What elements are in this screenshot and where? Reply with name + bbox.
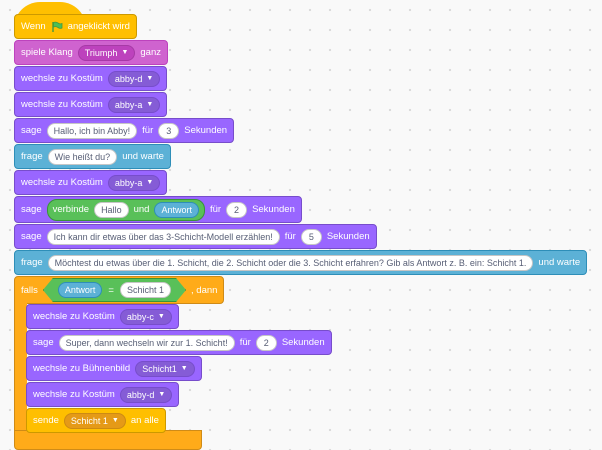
ask-label: frage (21, 151, 43, 162)
say-label: sage (21, 125, 42, 136)
when-flag-clicked-block[interactable]: Wenn angeklickt wird (14, 14, 137, 39)
and-wait-label: und warte (538, 257, 581, 268)
join-and-label: und (133, 204, 150, 215)
chevron-down-icon: ▼ (158, 391, 166, 398)
chevron-down-icon: ▼ (180, 365, 188, 372)
if-block-foot (14, 430, 202, 450)
say-for-secs-block[interactable]: sage verbinde Hallo und Antwort für 2 Se… (14, 196, 302, 223)
equals-sign: = (108, 284, 114, 296)
chevron-down-icon: ▼ (146, 75, 154, 82)
switch-costume-label: wechsle zu Kostüm (21, 99, 103, 110)
secs-unit-label: Sekunden (326, 231, 370, 242)
costume-dropdown[interactable]: abby-c▼ (119, 308, 172, 325)
say-for-secs-block[interactable]: sage Ich kann dir etwas über das 3-Schic… (14, 224, 377, 249)
say-text-input[interactable]: Hallo, ich bin Abby! (46, 122, 138, 139)
say-label: sage (21, 204, 42, 215)
equals-operator[interactable]: Antwort = Schicht 1 (43, 278, 186, 302)
chevron-down-icon: ▼ (111, 417, 119, 424)
and-wait-label: und warte (122, 151, 164, 162)
switch-costume-block[interactable]: wechsle zu Kostüm abby-d▼ (14, 66, 168, 91)
say-label: sage (33, 337, 54, 348)
switch-costume-block[interactable]: wechsle zu Kostüm abby-c▼ (26, 304, 179, 329)
play-sound-block[interactable]: spiele Klang Triumph▼ ganz (14, 40, 168, 65)
say-for-secs-block[interactable]: sage Hallo, ich bin Abby! für 3 Sekunden (14, 118, 235, 143)
for-label: für (284, 231, 296, 242)
costume-dropdown[interactable]: abby-d▼ (107, 70, 161, 87)
say-text-input[interactable]: Super, dann wechseln wir zur 1. Schicht! (58, 334, 235, 351)
for-label: für (239, 337, 251, 348)
answer-reporter[interactable]: Antwort (154, 201, 199, 218)
backdrop-value: Schicht1 (142, 363, 177, 374)
costume-value: abby-a (114, 177, 143, 188)
costume-value: abby-a (114, 99, 143, 110)
sound-name: Triumph (84, 47, 118, 58)
message-value: Schicht 1 (70, 415, 108, 426)
switch-costume-block[interactable]: wechsle zu Kostüm abby-a▼ (14, 170, 168, 195)
secs-unit-label: Sekunden (281, 337, 325, 348)
chevron-down-icon: ▼ (146, 101, 154, 108)
until-done-label: ganz (140, 47, 161, 58)
switch-backdrop-block[interactable]: wechsle zu Bühnenbild Schicht1▼ (26, 356, 202, 381)
ask-and-wait-block[interactable]: frage Möchtest du etwas über die 1. Schi… (14, 250, 588, 275)
compare-value-input[interactable]: Schicht 1 (120, 282, 171, 298)
say-label: sage (21, 231, 42, 242)
sound-dropdown[interactable]: Triumph▼ (77, 44, 136, 61)
if-block-arm (14, 303, 27, 430)
switch-costume-label: wechsle zu Kostüm (21, 177, 103, 188)
ask-text-input[interactable]: Möchtest du etwas über die 1. Schicht, d… (47, 254, 534, 271)
hat-when-label: Wenn (21, 21, 46, 32)
say-text-input[interactable]: Ich kann dir etwas über das 3-Schicht-Mo… (46, 228, 280, 245)
message-dropdown[interactable]: Schicht 1▼ (63, 412, 126, 429)
secs-input[interactable]: 2 (226, 201, 248, 218)
costume-dropdown[interactable]: abby-a▼ (107, 96, 161, 113)
if-label: falls (21, 284, 38, 296)
secs-unit-label: Sekunden (184, 125, 228, 136)
say-for-secs-block[interactable]: sage Super, dann wechseln wir zur 1. Sch… (26, 330, 332, 355)
hat-clicked-label: angeklickt wird (67, 21, 130, 32)
chevron-down-icon: ▼ (121, 49, 129, 56)
backdrop-dropdown[interactable]: Schicht1▼ (135, 360, 195, 377)
secs-input[interactable]: 2 (255, 334, 277, 351)
secs-unit-label: Sekunden (252, 204, 295, 215)
costume-dropdown[interactable]: abby-a▼ (107, 174, 161, 191)
green-flag-icon (51, 21, 63, 32)
switch-costume-block[interactable]: wechsle zu Kostüm abby-d▼ (26, 382, 180, 407)
costume-dropdown[interactable]: abby-d▼ (119, 386, 173, 403)
ask-and-wait-block[interactable]: frage Wie heißt du? und warte (14, 144, 171, 169)
then-label: , dann (191, 284, 218, 296)
broadcast-label: sende (33, 415, 59, 426)
if-then-block[interactable]: falls Antwort = Schicht 1 , dann (14, 276, 225, 304)
switch-costume-block[interactable]: wechsle zu Kostüm abby-a▼ (14, 92, 168, 117)
switch-costume-label: wechsle zu Kostüm (21, 73, 103, 84)
switch-costume-label: wechsle zu Kostüm (33, 389, 115, 400)
for-label: für (209, 204, 222, 215)
to-all-label: an alle (130, 415, 159, 426)
chevron-down-icon: ▼ (157, 313, 165, 320)
for-label: für (142, 125, 154, 136)
secs-input[interactable]: 5 (300, 228, 322, 245)
join-first-input[interactable]: Hallo (94, 201, 129, 218)
play-sound-label: spiele Klang (21, 47, 73, 58)
switch-costume-label: wechsle zu Kostüm (33, 311, 115, 322)
join-label: verbinde (52, 204, 90, 215)
secs-input[interactable]: 3 (158, 122, 180, 139)
ask-text-input[interactable]: Wie heißt du? (47, 148, 118, 165)
costume-value: abby-d (114, 73, 143, 84)
broadcast-block[interactable]: sende Schicht 1▼ an alle (26, 408, 166, 433)
ask-label: frage (21, 257, 43, 268)
switch-backdrop-label: wechsle zu Bühnenbild (33, 363, 131, 374)
costume-value: abby-c (126, 311, 154, 322)
answer-reporter[interactable]: Antwort (58, 282, 103, 298)
costume-value: abby-d (126, 389, 155, 400)
chevron-down-icon: ▼ (146, 179, 154, 186)
join-operator[interactable]: verbinde Hallo und Antwort (46, 198, 205, 221)
